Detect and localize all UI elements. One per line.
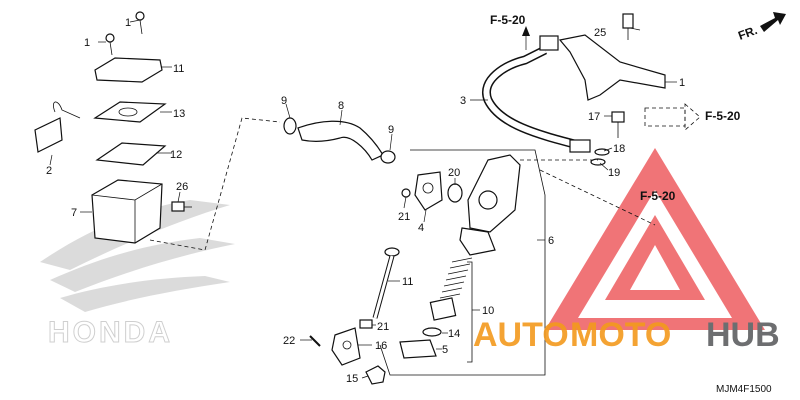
callout-3: 3 xyxy=(460,95,466,107)
callout-13: 12 xyxy=(170,149,182,161)
piston-boot xyxy=(399,339,437,359)
lock-nut xyxy=(359,319,373,329)
callout-18: 17 xyxy=(588,111,600,123)
reservoir-tank xyxy=(91,179,163,244)
callout-2: 2 xyxy=(46,165,52,177)
callout-10: 10 xyxy=(482,305,494,317)
reservoir-joint xyxy=(414,171,443,211)
watermark-hub: HUB xyxy=(706,316,780,354)
diaphragm xyxy=(95,142,167,166)
joint-pin xyxy=(365,365,386,385)
callout-26: 26 xyxy=(176,181,188,193)
callout-23: 21 xyxy=(377,321,389,333)
piston-spring xyxy=(439,257,473,299)
callout-21: 1 xyxy=(84,37,90,49)
callout-17: 16 xyxy=(375,340,387,352)
callout-20: 20 xyxy=(448,167,460,179)
callout-19: 19 xyxy=(608,167,620,179)
piston xyxy=(429,297,457,321)
callout-7: 7 xyxy=(71,207,77,219)
diagram-code: MJM4F1500 xyxy=(716,384,772,395)
reservoir-hose xyxy=(297,120,384,161)
watermark-moto: MOTO xyxy=(570,316,671,354)
brake-hose xyxy=(482,35,591,153)
reference-bolt xyxy=(644,103,701,131)
front-direction-arrow: FR. xyxy=(736,12,786,43)
callout-1: 1 xyxy=(679,77,685,89)
push-rod-joint xyxy=(331,327,361,366)
honda-wing-logo: HONDA xyxy=(40,200,235,350)
bolt-22 xyxy=(401,188,411,198)
o-ring-20 xyxy=(447,183,463,203)
reservoir-clamp xyxy=(34,101,81,153)
callout-14: 13 xyxy=(173,108,185,120)
hose-clamp-9a xyxy=(283,117,297,135)
cotter-pin xyxy=(309,335,321,347)
ref-f-5-20-top: F-5-20 xyxy=(490,13,526,27)
automotohub-triangle-logo xyxy=(545,148,765,330)
hose-clamp-9b xyxy=(380,150,396,164)
callout-22: 21 xyxy=(398,211,410,223)
svg-text:FR.: FR. xyxy=(736,23,759,43)
sealing-washer-19b xyxy=(590,158,606,166)
screw-21b xyxy=(105,33,115,56)
hose-bracket xyxy=(558,34,666,101)
callout-16: 15 xyxy=(346,373,358,385)
diaphragm-plate xyxy=(93,101,167,123)
leader-lines xyxy=(49,19,677,379)
callout-9: 9 xyxy=(281,95,287,107)
reservoir-cap xyxy=(94,57,163,83)
callout-11: 11 xyxy=(402,276,413,288)
callout-6: 6 xyxy=(548,235,554,247)
watermark-auto: AUTO xyxy=(473,316,569,354)
callout-15: 14 xyxy=(448,328,460,340)
callout-21: 1 xyxy=(125,17,131,29)
callout-25: 25 xyxy=(594,27,606,39)
push-rod xyxy=(372,247,400,319)
callout-12: 11 xyxy=(173,63,184,75)
bolt-25 xyxy=(622,13,634,40)
callout-9: 9 xyxy=(388,124,394,136)
ref-f-5-20-right: F-5-20 xyxy=(705,109,741,123)
bolt-18 xyxy=(611,111,625,138)
honda-logo-text: HONDA xyxy=(48,316,173,349)
ref-f-5-20-mid: F-5-20 xyxy=(640,189,676,203)
callout-8: 8 xyxy=(338,100,344,112)
screw-21a xyxy=(135,11,145,35)
callout-24: 22 xyxy=(283,335,295,347)
callout-4: 4 xyxy=(418,222,424,234)
callout-19: 18 xyxy=(613,143,625,155)
snap-ring-15 xyxy=(422,327,442,337)
callout-5: 5 xyxy=(442,344,448,356)
master-cylinder-body xyxy=(459,154,521,256)
